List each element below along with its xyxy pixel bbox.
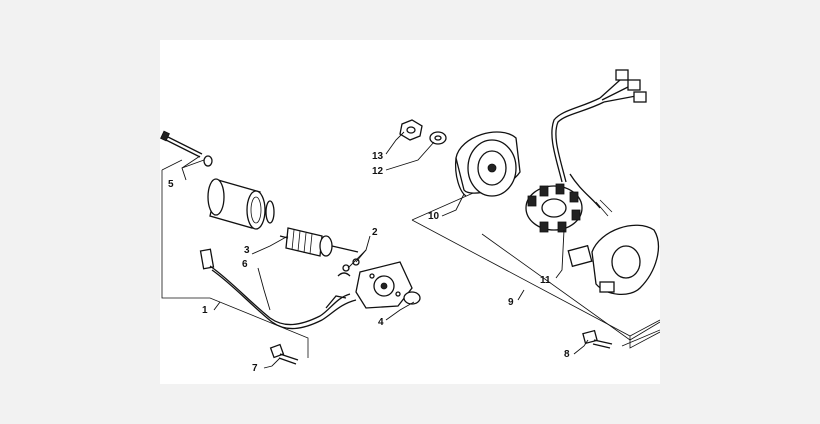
parts-diagram-sheet: 1 2 3 4 5 6 7 8 9 10 11 12 13 — [160, 40, 660, 384]
motor-housing — [207, 178, 275, 230]
through-bolt — [160, 130, 213, 167]
group-9-bracket — [411, 189, 660, 349]
flywheel — [454, 131, 521, 197]
callout-1: 1 — [202, 305, 208, 316]
wire-harness — [199, 248, 357, 330]
flywheel-washer — [429, 131, 447, 145]
callout-2: 2 — [372, 227, 378, 238]
callout-9: 9 — [508, 297, 514, 308]
callout-6: 6 — [242, 259, 248, 270]
callout-11: 11 — [540, 275, 551, 286]
stator-plate — [567, 224, 660, 295]
parts-diagram-drawing — [160, 69, 660, 369]
callout-4: 4 — [378, 317, 384, 328]
callout-10: 10 — [428, 211, 440, 222]
callout-13: 13 — [372, 151, 384, 162]
group-1-bracket — [161, 159, 309, 358]
stator — [525, 183, 583, 233]
callout-5: 5 — [168, 179, 174, 190]
callout-8: 8 — [564, 349, 570, 360]
armature — [279, 227, 359, 257]
end-cover — [355, 261, 421, 309]
leader-lines — [181, 131, 589, 369]
flywheel-nut — [399, 119, 423, 141]
mounting-bolt-8 — [582, 329, 613, 349]
callout-3: 3 — [244, 245, 250, 256]
callout-7: 7 — [252, 363, 258, 374]
mounting-bolt-7 — [269, 343, 299, 365]
stator-wiring — [551, 69, 647, 217]
callout-12: 12 — [372, 166, 384, 177]
